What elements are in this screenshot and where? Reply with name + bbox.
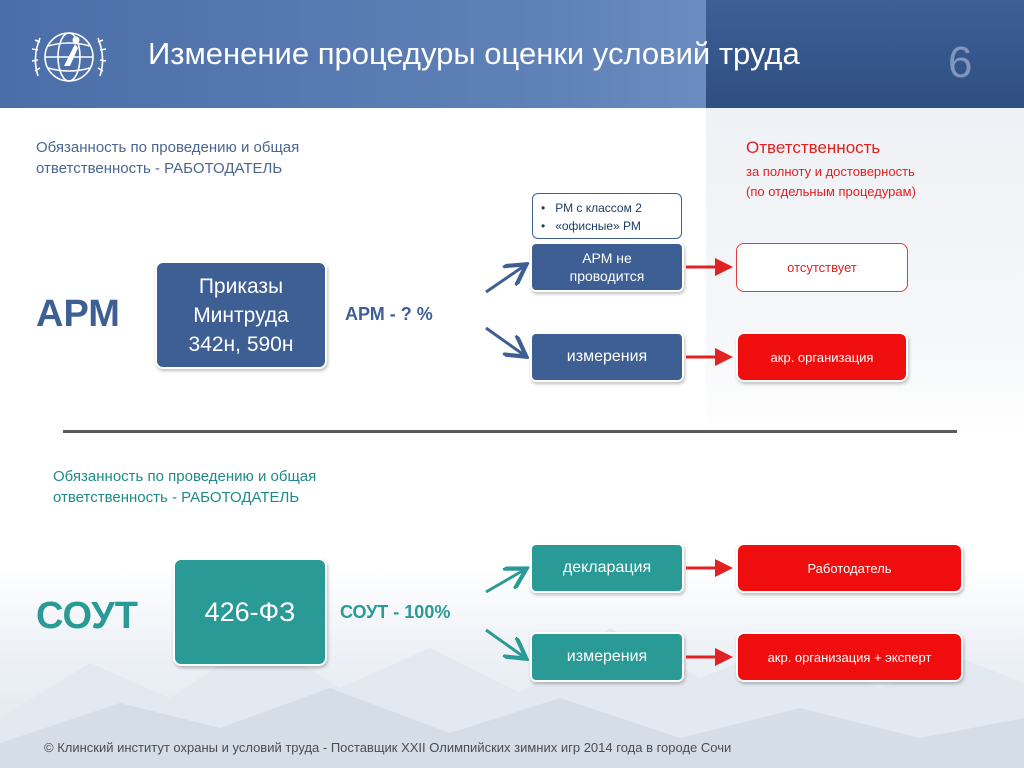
arm-obligation-note: Обязанность по проведению и общая ответс… — [36, 137, 299, 179]
sout-declaration-box: декларация — [530, 543, 684, 593]
header-right-block — [706, 0, 1024, 108]
sout-arrow-up — [485, 570, 524, 594]
responsibility-title: Ответственность — [746, 138, 881, 157]
sout-employer-box: Работодатель — [736, 543, 963, 593]
arm-orders-line-2: Минтруда — [193, 303, 289, 327]
arm-exception-item: • РМ с классом 2 — [541, 201, 642, 215]
sout-percent-label: СОУТ - 100% — [340, 602, 451, 622]
sout-obligation-note: Обязанность по проведению и общая ответс… — [53, 466, 316, 508]
arm-orders-line-3: 342н, 590н — [188, 332, 294, 356]
sout-law-box: 426-ФЗ — [173, 558, 327, 666]
arm-label: АРМ — [36, 293, 120, 335]
arm-arrow-down — [485, 326, 524, 355]
page-title: Изменение процедуры оценки условий труда — [148, 36, 800, 71]
arm-not-conducted-box: АРМ не проводится — [530, 242, 684, 292]
sout-arrow-down — [485, 628, 524, 657]
footer-copyright: © Клинский институт охраны и условий тру… — [44, 740, 732, 755]
arm-exceptions-list: • РМ с классом 2 • «офисные» РМ — [532, 193, 682, 239]
institute-logo-icon — [31, 32, 107, 82]
sout-obligation-line-1: Обязанность по проведению и общая — [53, 468, 317, 485]
arm-exception-item: • «офисные» РМ — [541, 219, 641, 233]
arm-obligation-line-2: ответственность - РАБОТОДАТЕЛЬ — [36, 160, 283, 177]
arm-measurements-box: измерения — [530, 332, 684, 382]
sout-obligation-line-2: ответственность - РАБОТОДАТЕЛЬ — [53, 489, 300, 506]
sout-label: СОУТ — [36, 595, 138, 637]
arm-percent-label: АРМ - ? % — [345, 304, 433, 324]
arm-orders-box: Приказы Минтруда 342н, 590н — [155, 261, 327, 369]
arm-arrow-up — [485, 266, 524, 294]
section-divider — [63, 430, 957, 433]
arm-orders-line-1: Приказы — [198, 274, 284, 298]
arm-accredited-org-box: акр. организация — [736, 332, 908, 382]
responsibility-line-2: (по отдельным процедурам) — [746, 184, 916, 199]
sout-measurements-box: измерения — [530, 632, 684, 682]
sout-accredited-expert-box: акр. организация + эксперт — [736, 632, 963, 682]
arm-not-conducted-line-2: проводится — [569, 268, 645, 284]
responsibility-subtitle: за полноту и достоверность (по отдельным… — [746, 162, 916, 202]
arm-not-conducted-line-1: АРМ не — [582, 250, 632, 266]
arm-obligation-line-1: Обязанность по проведению и общая — [36, 139, 300, 156]
arm-absent-box: отсутствует — [736, 243, 908, 292]
slide-number: 6 — [948, 38, 973, 87]
responsibility-line-1: за полноту и достоверность — [746, 164, 915, 179]
